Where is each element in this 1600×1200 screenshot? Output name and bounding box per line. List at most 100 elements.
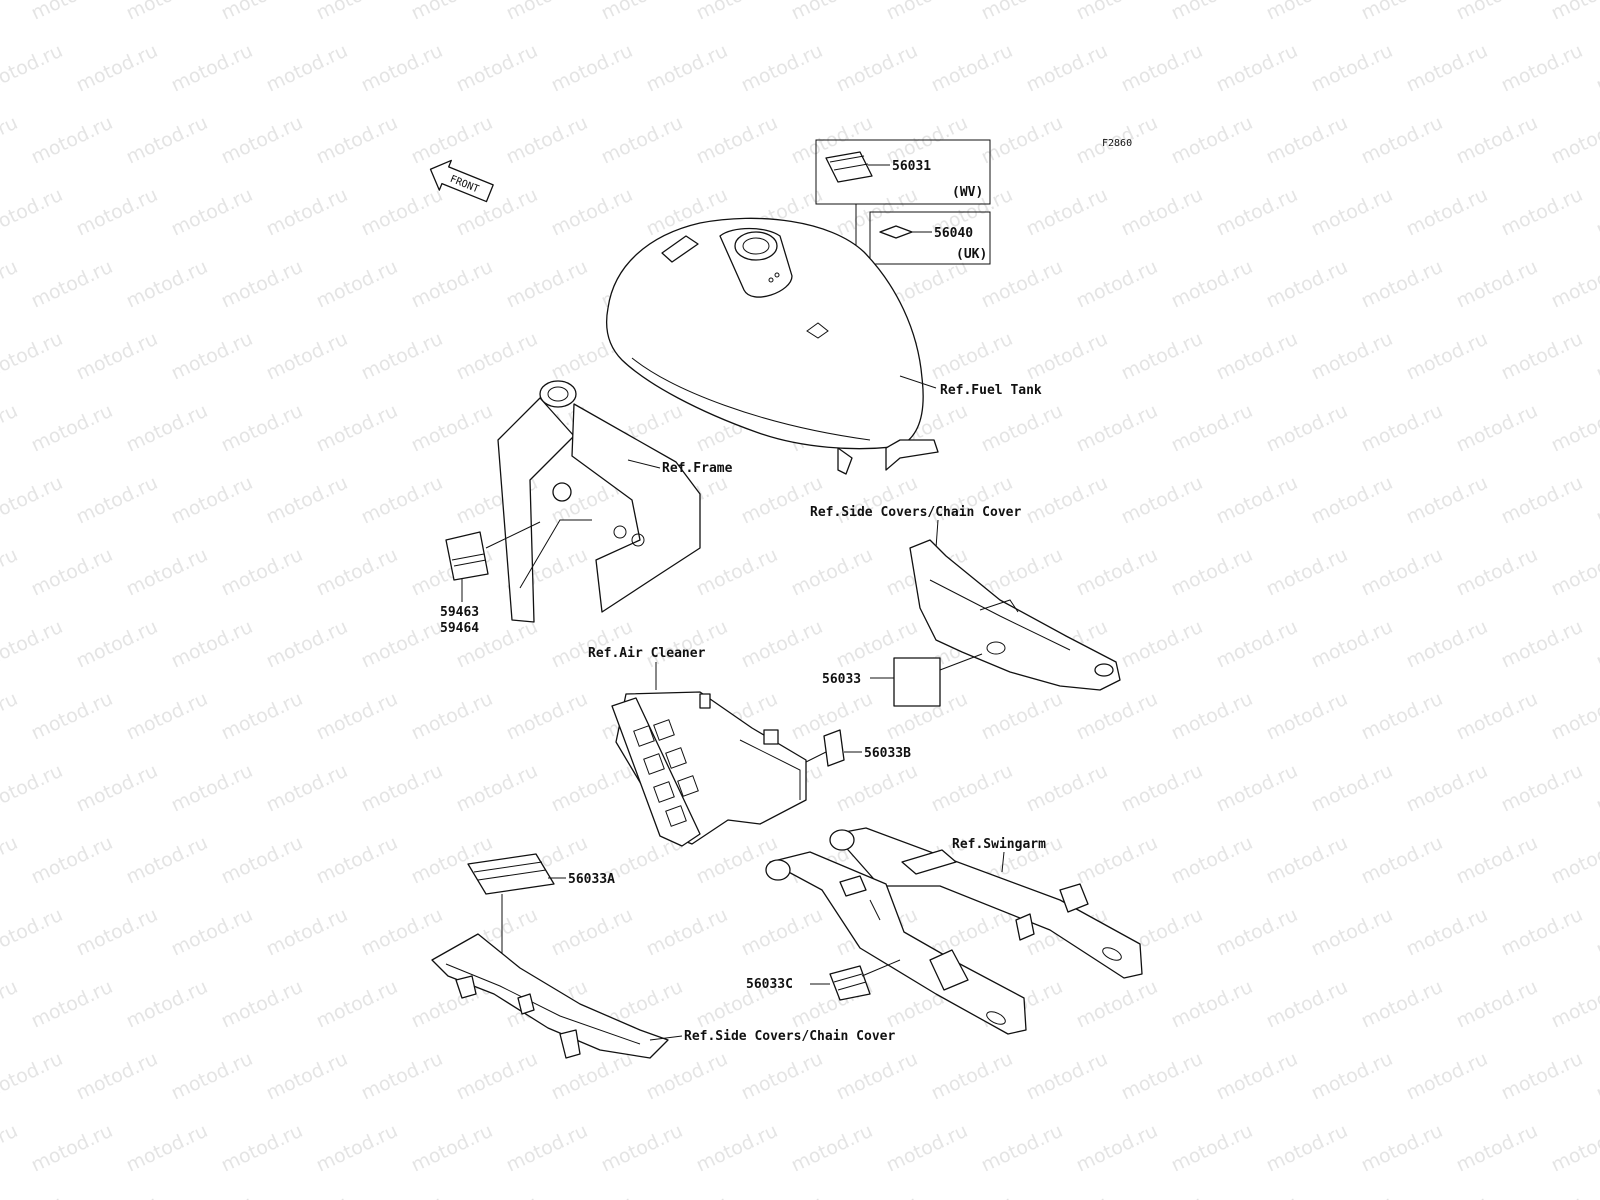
watermark-text: motod.ru [833, 472, 921, 529]
watermark-text: motod.ru [1168, 832, 1256, 889]
watermark-text: motod.ru [1118, 760, 1206, 817]
watermark-text: motod.ru [1308, 904, 1396, 961]
watermark-text: motod.ru [168, 1192, 256, 1200]
part-59464[interactable]: 59464 [440, 621, 479, 636]
watermark-text: motod.ru [928, 1048, 1016, 1105]
watermark-text: motod.ru [503, 112, 591, 169]
watermark-text: motod.ru [218, 256, 306, 313]
watermark-text: motod.ru [1308, 1048, 1396, 1105]
watermark-text: motod.ru [1213, 184, 1301, 241]
label-box-uk [869, 211, 991, 265]
watermark-text: motod.ru [168, 1048, 256, 1105]
watermark-text: motod.ru [1168, 544, 1256, 601]
watermark-text: motod.ru [1498, 184, 1586, 241]
watermark-text: motod.ru [218, 112, 306, 169]
watermark-text: motod.ru [1548, 544, 1600, 601]
watermark-text: motod.ru [1023, 1048, 1111, 1105]
watermark-text: motod.ru [1548, 400, 1600, 457]
air-cleaner [611, 691, 807, 847]
watermark-text: motod.ru [1118, 184, 1206, 241]
watermark-text: motod.ru [28, 1120, 116, 1177]
watermark-text: motod.ru [1023, 40, 1111, 97]
watermark-text: motod.ru [1073, 832, 1161, 889]
ref-fuel-tank[interactable]: Ref.Fuel Tank [940, 383, 1042, 398]
part-56033[interactable]: 56033 [822, 672, 861, 687]
decal-56040-icon [879, 225, 913, 239]
watermark-text: motod.ru [168, 40, 256, 97]
watermark-text: motod.ru [263, 184, 351, 241]
part-56033c[interactable]: 56033C [746, 977, 793, 992]
frame [497, 380, 701, 623]
watermark-text: motod.ru [73, 1192, 161, 1200]
watermark-text: motod.ru [263, 1048, 351, 1105]
watermark-text: motod.ru [1453, 112, 1541, 169]
watermark-text: motod.ru [978, 400, 1066, 457]
watermark-text: motod.ru [1358, 688, 1446, 745]
watermark-text: motod.ru [1023, 1192, 1111, 1200]
watermark-text: motod.ru [883, 1120, 971, 1177]
part-56040[interactable]: 56040 [934, 226, 973, 241]
watermark-text: motod.ru [1168, 112, 1256, 169]
ref-side-covers-bottom[interactable]: Ref.Side Covers/Chain Cover [684, 1029, 895, 1044]
watermark-text: motod.ru [1118, 1048, 1206, 1105]
watermark-text: motod.ru [1263, 0, 1351, 25]
part-59463[interactable]: 59463 [440, 605, 479, 620]
watermark-text: motod.ru [978, 0, 1066, 25]
watermark-text: motod.ru [1548, 256, 1600, 313]
label-box-wv [815, 139, 991, 205]
watermark-text: motod.ru [313, 544, 401, 601]
watermark-text: motod.ru [263, 328, 351, 385]
watermark-text: motod.ru [1263, 256, 1351, 313]
watermark-text: motod.ru [1548, 976, 1600, 1033]
swingarm [765, 827, 1143, 1035]
watermark-text: motod.ru [263, 40, 351, 97]
watermark-text: motod.ru [1403, 904, 1491, 961]
watermark-text: motod.ru [358, 184, 446, 241]
part-56031[interactable]: 56031 [892, 159, 931, 174]
watermark-text: motod.ru [1073, 976, 1161, 1033]
watermark-text: motod.ru [598, 1120, 686, 1177]
part-56033b[interactable]: 56033B [864, 746, 911, 761]
watermark-text: motod.ru [978, 1120, 1066, 1177]
ref-air-cleaner[interactable]: Ref.Air Cleaner [588, 646, 706, 661]
watermark-text: motod.ru [833, 760, 921, 817]
ref-frame[interactable]: Ref.Frame [662, 461, 733, 476]
watermark-text: motod.ru [738, 472, 826, 529]
decal-56033a-icon [467, 853, 555, 895]
watermark-text: motod.ru [738, 40, 826, 97]
watermark-text: motod.ru [28, 256, 116, 313]
watermark-text: motod.ru [833, 1192, 921, 1200]
part-56033a[interactable]: 56033A [568, 872, 615, 887]
watermark-text: motod.ru [548, 616, 636, 673]
watermark-text: motod.ru [408, 112, 496, 169]
watermark-text: motod.ru [1023, 184, 1111, 241]
watermark-text: motod.ru [0, 184, 66, 241]
watermark-text: motod.ru [1073, 400, 1161, 457]
watermark-text: motod.ru [978, 112, 1066, 169]
watermark-text: motod.ru [1213, 40, 1301, 97]
ref-swingarm[interactable]: Ref.Swingarm [952, 837, 1046, 852]
watermark-text: motod.ru [358, 1192, 446, 1200]
watermark-text: motod.ru [643, 904, 731, 961]
region-wv: (WV) [952, 185, 983, 200]
watermark-text: motod.ru [28, 688, 116, 745]
watermark-text: motod.ru [1548, 1120, 1600, 1177]
watermark-text: motod.ru [928, 1192, 1016, 1200]
watermark-text: motod.ru [0, 544, 21, 601]
watermark-text: motod.ru [1453, 976, 1541, 1033]
watermark-text: motod.ru [168, 472, 256, 529]
watermark-text: motod.ru [1308, 40, 1396, 97]
watermark-text: motod.ru [928, 760, 1016, 817]
watermark-text: motod.ru [548, 1048, 636, 1105]
watermark-text: motod.ru [0, 40, 66, 97]
watermark-text: motod.ru [358, 760, 446, 817]
watermark-text: motod.ru [1308, 760, 1396, 817]
watermark-text: motod.ru [1263, 1120, 1351, 1177]
watermark-text: motod.ru [548, 904, 636, 961]
watermark-text: motod.ru [1118, 472, 1206, 529]
watermark-text: motod.ru [1308, 328, 1396, 385]
ref-side-covers-top[interactable]: Ref.Side Covers/Chain Cover [810, 505, 1021, 520]
watermark-text: motod.ru [313, 832, 401, 889]
watermark-text: motod.ru [73, 184, 161, 241]
